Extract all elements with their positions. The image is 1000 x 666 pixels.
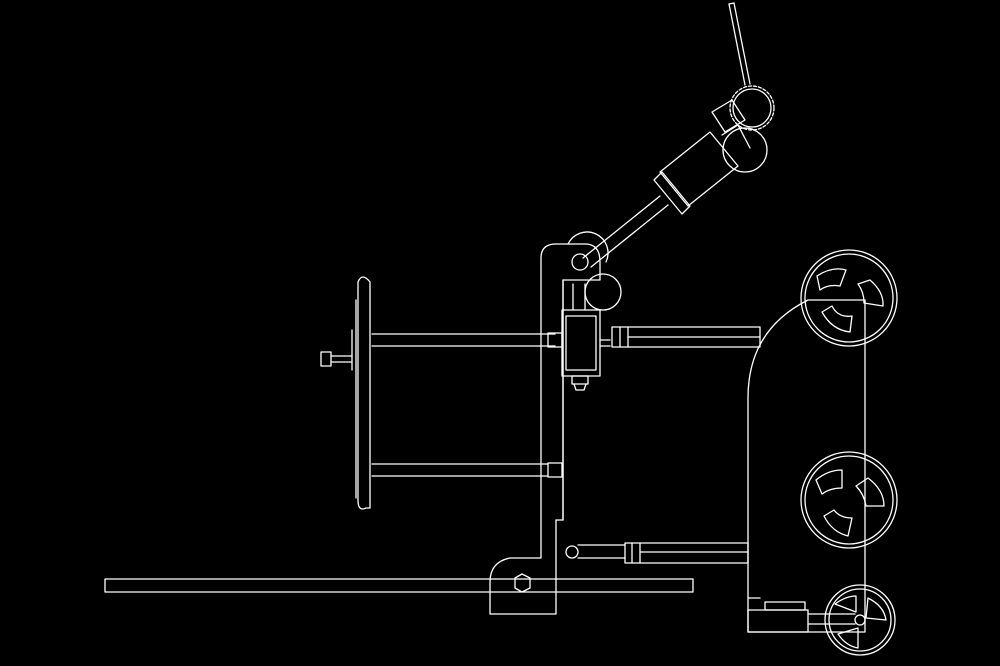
mast-pivot (567, 231, 609, 271)
lower-bracket (489, 519, 564, 615)
handle-rod (728, 2, 751, 86)
middle-horizontal-bar (371, 462, 563, 478)
castor-bracket (747, 601, 856, 633)
base-rail (104, 578, 694, 593)
upper-horizontal-bar (371, 326, 761, 348)
side-shaft (320, 351, 353, 367)
piston-rod (582, 195, 669, 268)
back-plate (351, 276, 371, 510)
chassis-body (747, 299, 866, 633)
lower-hydraulic-rod (565, 542, 749, 564)
wheel-middle (800, 451, 898, 549)
wheel-castor (824, 584, 896, 656)
wheel-top (800, 249, 898, 347)
upper-joint (711, 99, 768, 173)
hydraulic-cylinder (653, 131, 739, 215)
vertical-mast (540, 243, 601, 521)
clamp-block (561, 309, 611, 391)
drive-gear (729, 85, 775, 131)
ball-joint-lower (572, 273, 622, 311)
